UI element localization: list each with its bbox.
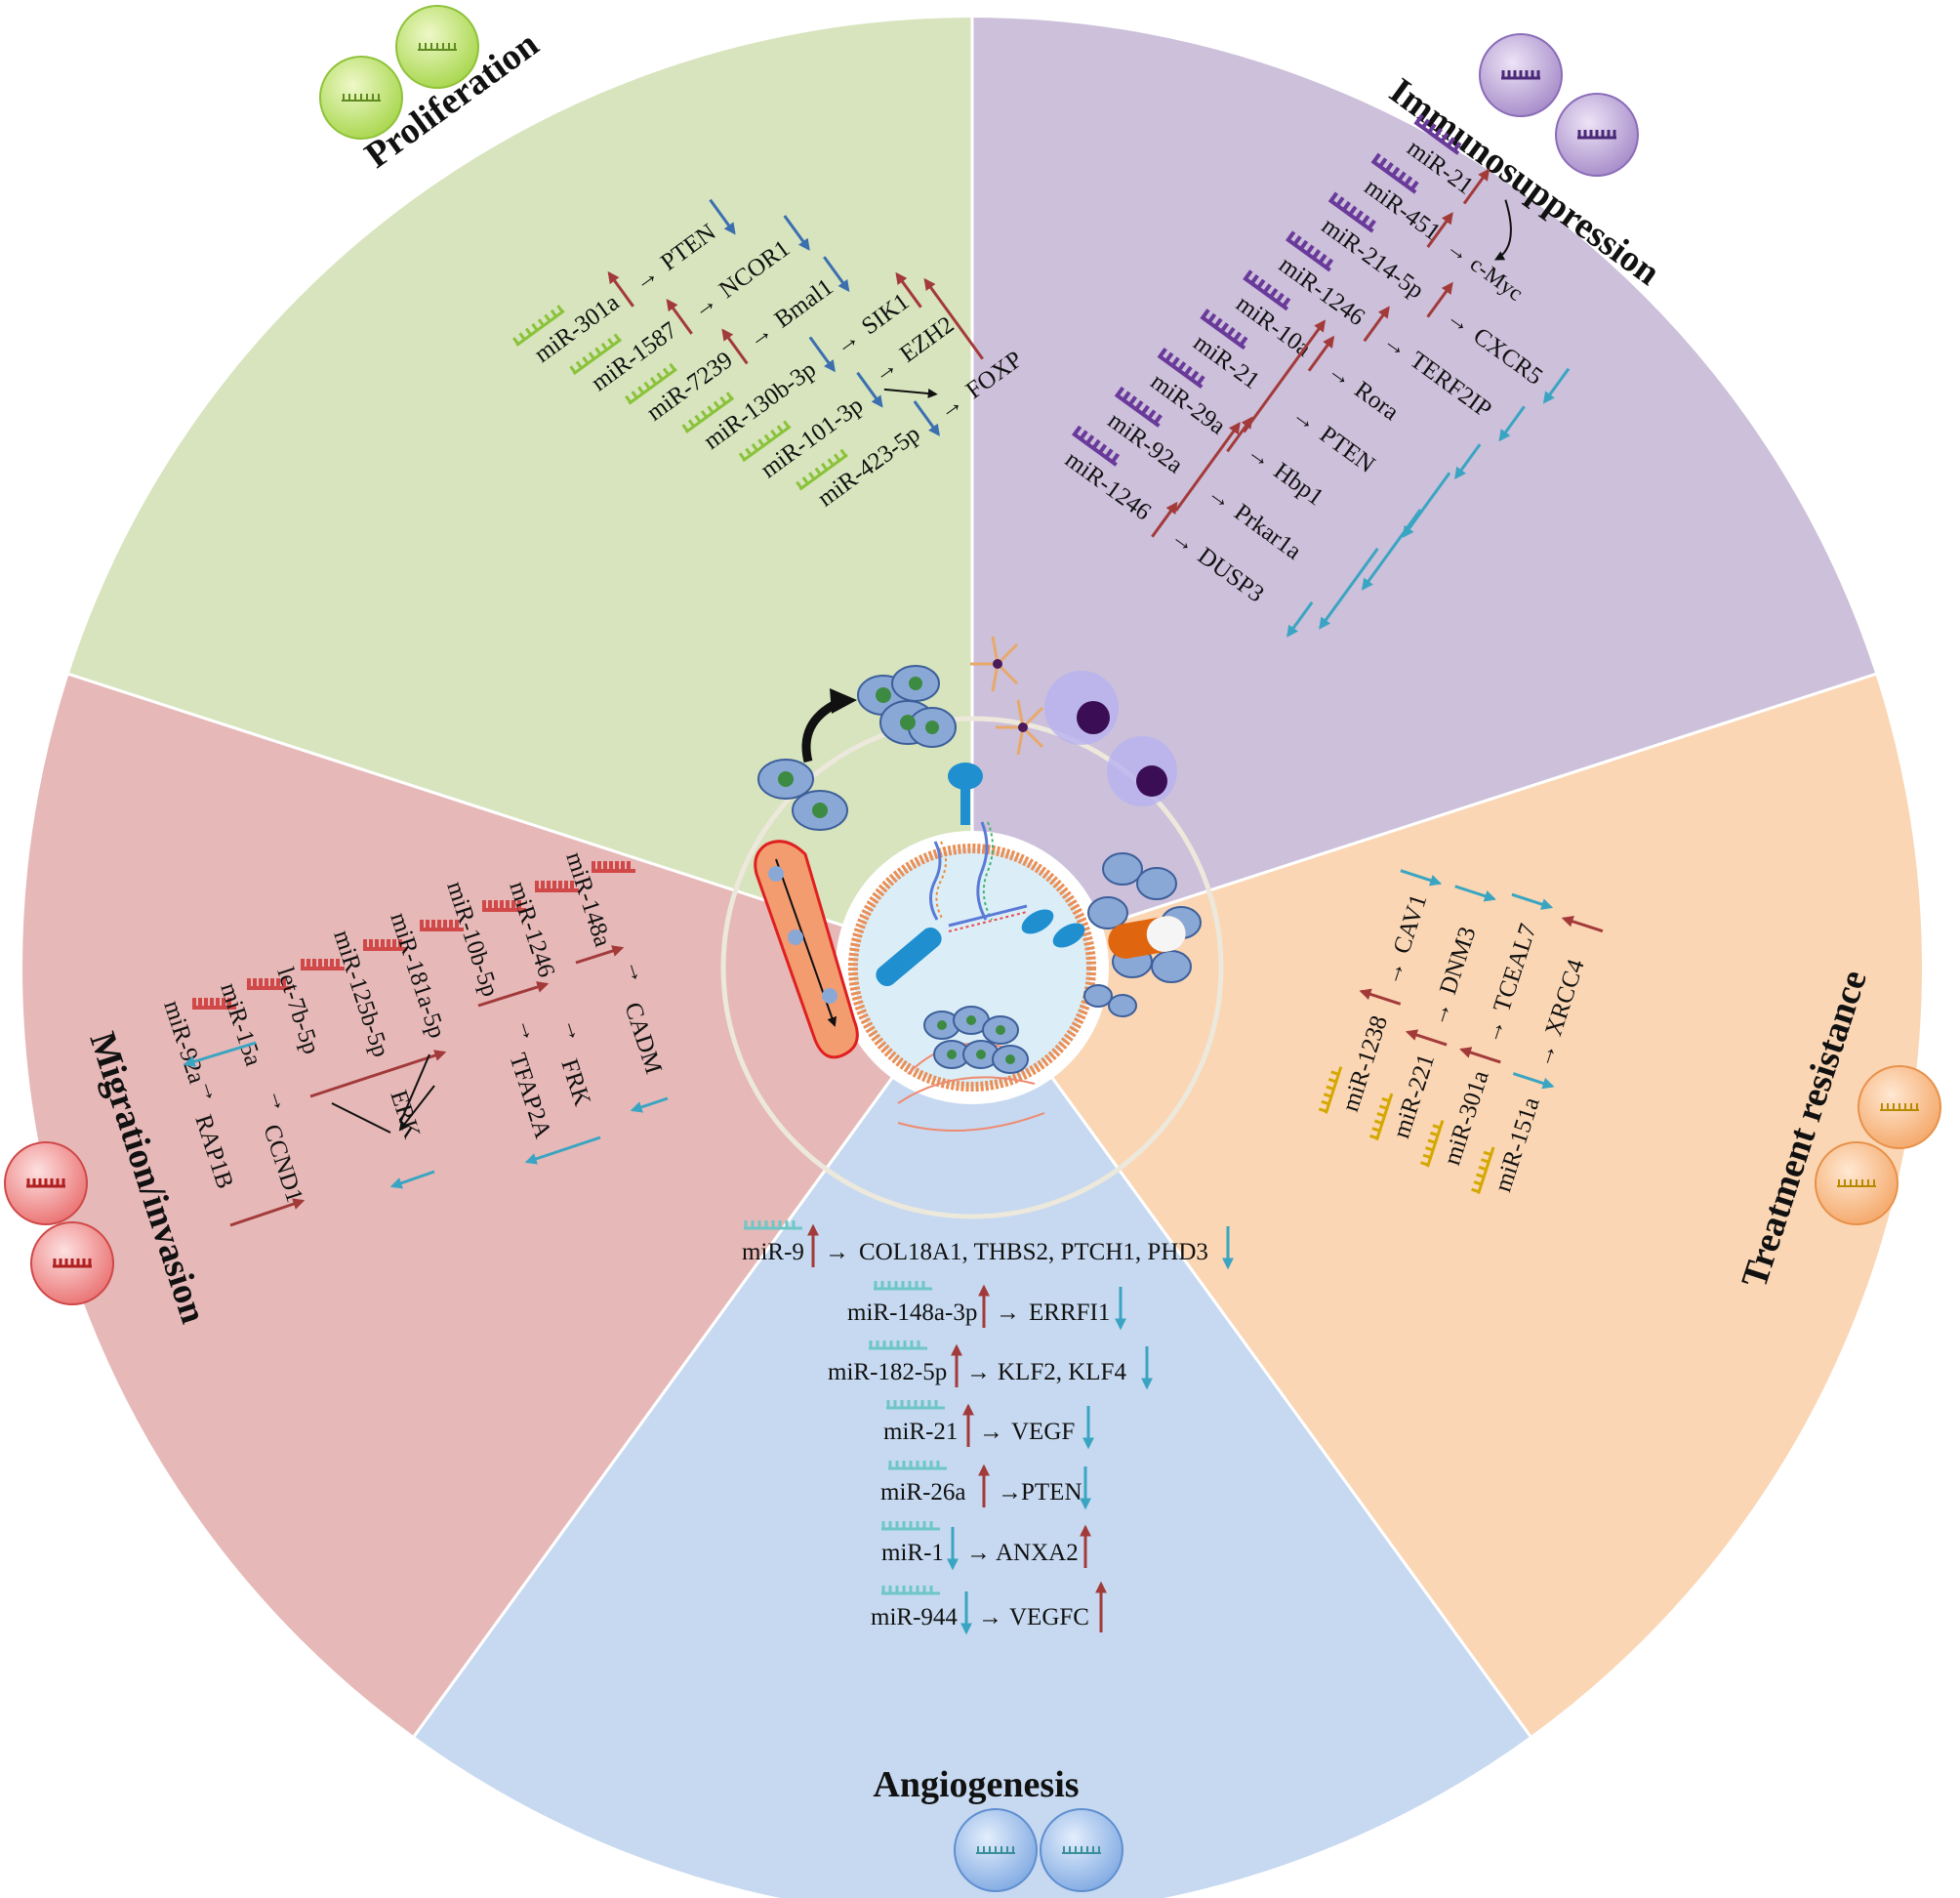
mirna-label: miR-26a xyxy=(880,1479,966,1506)
mirna-label: miR-21 xyxy=(883,1419,958,1445)
up-arrow-icon xyxy=(575,945,625,965)
exosome-badge-red-icon xyxy=(4,1141,114,1305)
angio-row: miR-21 → VEGF xyxy=(883,1400,1094,1450)
target-label: VEGF xyxy=(1011,1419,1075,1445)
mirna-label: miR-148a-3p xyxy=(847,1300,977,1326)
target-label: KLF2, KLF4 xyxy=(998,1359,1126,1385)
angiogenesis-panel: miR-9 → COL18A1, THBS2, PTCH1, PHD3 miR-… xyxy=(742,1220,1234,1635)
down-arrow-icon xyxy=(630,1096,669,1113)
blood-vessel-icon xyxy=(754,840,859,1059)
arrow-label: → xyxy=(966,1359,991,1385)
drug-capsule-icon xyxy=(1083,852,1202,1017)
rna-strand-icon xyxy=(976,821,989,921)
exosome-badges xyxy=(4,5,1941,1892)
down-arrow-icon xyxy=(524,1135,601,1165)
mirna-label: miR-182-5p xyxy=(828,1359,947,1385)
angio-row: miR-944 → VEGFC xyxy=(871,1581,1107,1635)
exosome-badge-purple-icon xyxy=(1479,33,1639,177)
exosome-badge-blue-icon xyxy=(954,1808,1123,1892)
target-label: COL18A1, THBS2, PTCH1, PHD3 xyxy=(859,1239,1208,1265)
arrow-label: → xyxy=(825,1239,849,1265)
rna-strand-icon xyxy=(929,841,942,921)
inner-ring xyxy=(720,716,1224,1219)
up-arrow-icon xyxy=(309,1050,447,1098)
target-label: ANXA2 xyxy=(996,1540,1079,1566)
target-label: ERRFI1 xyxy=(1029,1300,1110,1326)
up-arrow-icon xyxy=(477,981,550,1008)
angio-row: miR-182-5p → KLF2, KLF4 xyxy=(828,1341,1153,1390)
receptor-icon xyxy=(960,786,970,825)
receptor-icon xyxy=(1021,909,1054,934)
receptor-icon xyxy=(876,927,942,987)
angio-row: miR-1 → ANXA2 xyxy=(881,1521,1091,1571)
wheel-outline xyxy=(19,14,1926,1898)
angio-row: miR-26a → PTEN xyxy=(880,1461,1091,1510)
rna-strand-icon xyxy=(948,904,1028,928)
exosome-badge-green-icon xyxy=(319,5,479,140)
arrow-label: → xyxy=(998,1479,1022,1506)
angio-row: miR-148a-3p → ERRFI1 xyxy=(847,1281,1126,1331)
arrow-label: → xyxy=(979,1419,1003,1445)
mirna-squiggle-icon xyxy=(192,861,635,1010)
arrow-label: → xyxy=(978,1604,1002,1630)
down-arrow-icon xyxy=(389,1170,435,1189)
immune-cells-icon xyxy=(970,636,1177,806)
mirna-label: miR-9 xyxy=(742,1239,804,1265)
angio-row: miR-9 → COL18A1, THBS2, PTCH1, PHD3 xyxy=(742,1220,1234,1270)
mirna-label: miR-1 xyxy=(881,1540,944,1566)
up-arrow-icon xyxy=(229,1198,306,1227)
target-label: PTEN xyxy=(1021,1479,1082,1506)
arrow-label: → xyxy=(996,1300,1020,1326)
down-arrow-icon xyxy=(183,1041,257,1067)
tumor-vasculature-icon xyxy=(897,1006,1045,1132)
mirna-label: miR-944 xyxy=(871,1604,958,1630)
title-angiogenesis: Angiogenesis xyxy=(873,1764,1079,1805)
wheel xyxy=(19,14,1926,1898)
proliferating-cells-icon xyxy=(757,665,957,831)
arrow-label: → xyxy=(966,1540,991,1566)
exosome-badge-orange-icon xyxy=(1815,1065,1941,1225)
target-label: VEGFC xyxy=(1009,1604,1089,1630)
